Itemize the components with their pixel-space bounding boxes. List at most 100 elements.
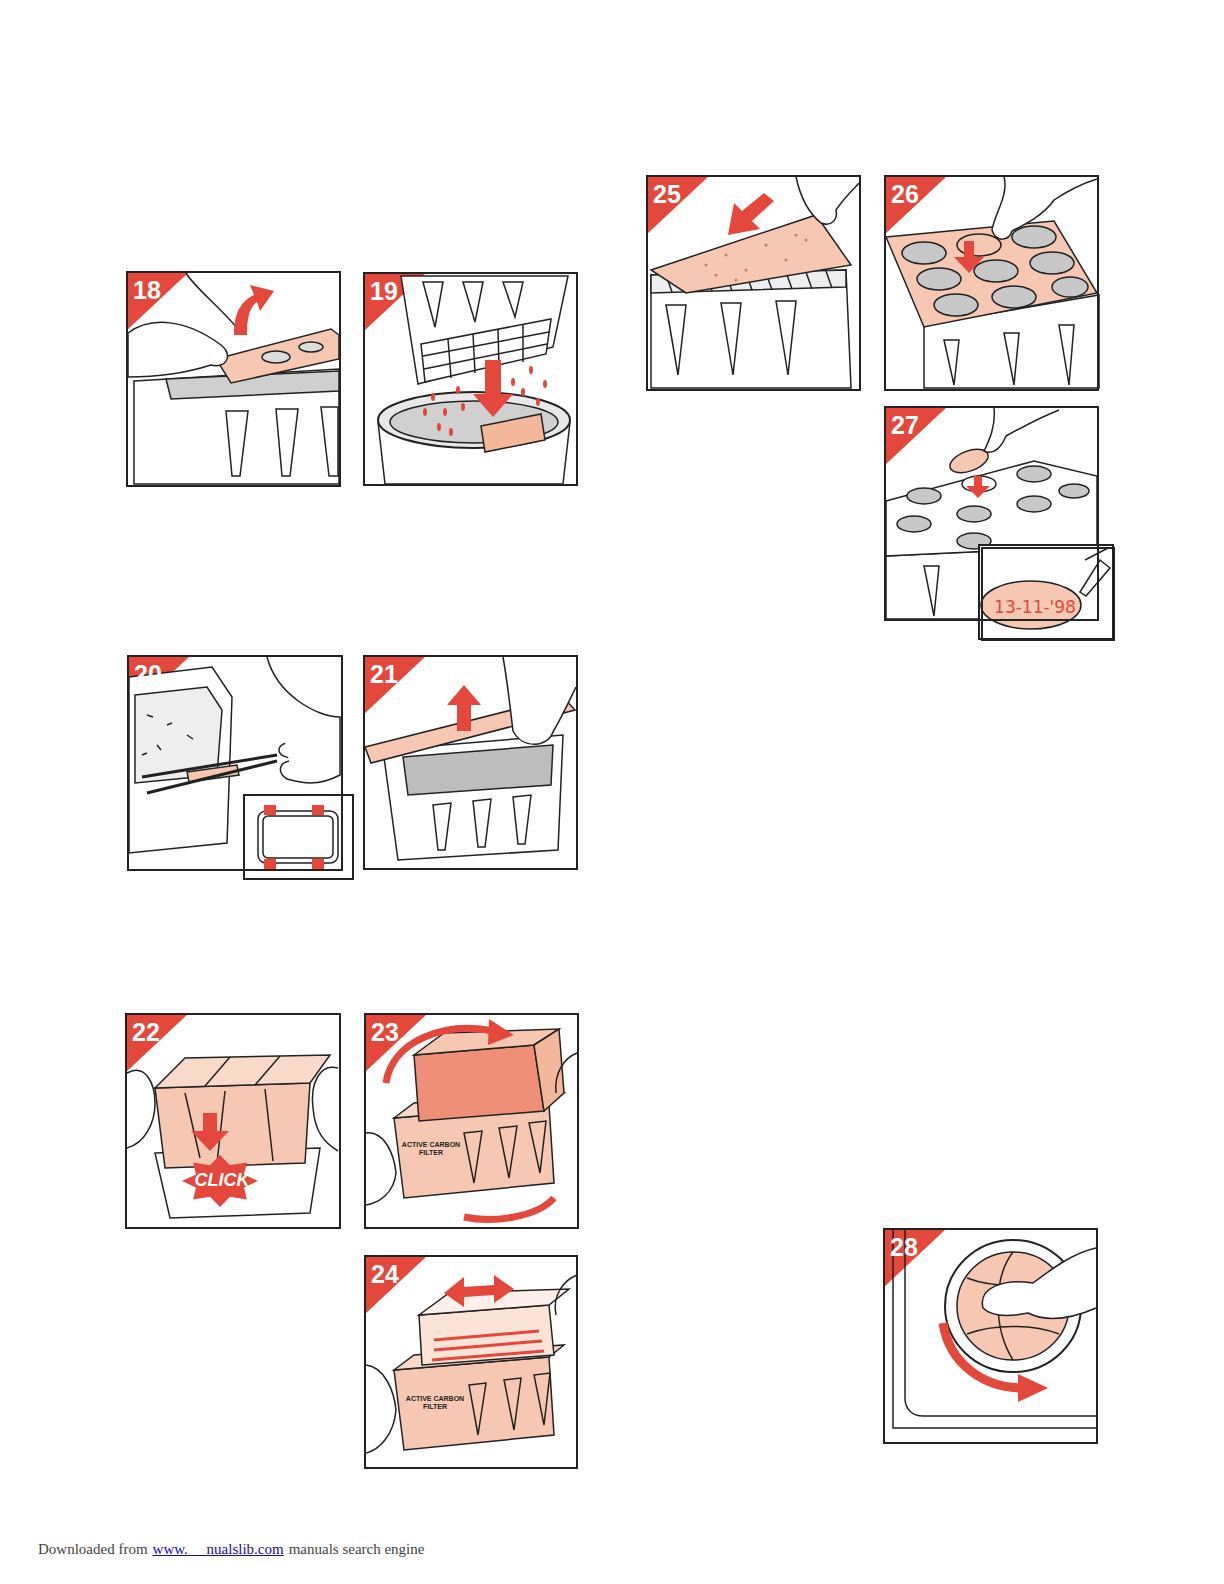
turning-illustration-part bbox=[386, 1028, 494, 1083]
emptying-illustration-part-part bbox=[437, 423, 441, 431]
plate-placing-illustration-part bbox=[974, 260, 1018, 282]
plate-placing-illustration bbox=[886, 177, 1099, 388]
plate-placing-illustration-part bbox=[944, 325, 1074, 385]
emptying-illustration-part bbox=[473, 360, 513, 417]
emptying-illustration-part-part bbox=[529, 366, 533, 374]
disc-placing-illustration-part bbox=[966, 476, 990, 498]
assembly-illustration-part bbox=[185, 1056, 280, 1163]
film-removal-illustration-part bbox=[383, 735, 563, 860]
date-inset-part bbox=[1080, 560, 1110, 596]
step-number: 26 bbox=[891, 180, 919, 209]
lid-removal-illustration-part bbox=[262, 351, 290, 363]
tab-inset-part bbox=[244, 795, 353, 879]
shaking-illustration-part bbox=[432, 1331, 544, 1360]
cutting-illustration-part bbox=[129, 667, 232, 853]
step-number: 27 bbox=[891, 411, 919, 440]
step-number: 22 bbox=[132, 1018, 160, 1047]
sheet-placing-illustration-part-part bbox=[715, 274, 718, 277]
disc-placing-illustration-part bbox=[907, 488, 941, 504]
film-removal-illustration-part bbox=[503, 657, 576, 744]
sheet-placing-illustration-part-part bbox=[805, 239, 808, 242]
emptying-illustration-part-part bbox=[521, 388, 525, 396]
emptying-illustration-part bbox=[481, 414, 545, 452]
number-badge-part bbox=[363, 655, 427, 715]
disc-placing-illustration-part bbox=[1017, 466, 1051, 482]
emptying-illustration-part-part bbox=[511, 378, 515, 386]
lid-removal-illustration-part bbox=[216, 329, 339, 383]
sheet-placing-illustration-part-part bbox=[725, 254, 728, 257]
step-panel: 21 bbox=[363, 655, 578, 870]
tab-inset-part-part bbox=[312, 805, 324, 815]
emptying-illustration-part bbox=[401, 276, 568, 384]
plate-placing-illustration-part bbox=[992, 286, 1036, 308]
sheet-placing-illustration-part-part bbox=[735, 279, 738, 282]
assembly-illustration-part bbox=[182, 1155, 258, 1207]
film-removal-illustration-part bbox=[403, 745, 553, 795]
number-badge-part bbox=[646, 175, 710, 235]
sheet-placing-illustration-part-part bbox=[785, 259, 788, 262]
plate-placing-illustration-part bbox=[886, 221, 1097, 327]
lid-removal-illustration-part bbox=[134, 369, 339, 484]
lid-removal-illustration-part bbox=[234, 285, 274, 335]
lid-removal-illustration-part bbox=[226, 407, 338, 476]
footer: Downloaded fromwww. nualslib.commanuals … bbox=[38, 1541, 429, 1558]
assembly-illustration bbox=[127, 1055, 338, 1218]
disc-placing-illustration-part bbox=[1017, 496, 1051, 512]
filter-label: ACTIVE CARBON FILTER bbox=[400, 1141, 462, 1157]
assembly-illustration-part bbox=[155, 1055, 330, 1088]
turning-illustration bbox=[366, 1019, 577, 1219]
knob-illustration-part bbox=[905, 1230, 1096, 1416]
shaking-illustration-part bbox=[555, 1275, 577, 1315]
tab-inset-part-part bbox=[264, 859, 276, 869]
footer-text: manuals search engine bbox=[289, 1541, 425, 1557]
step-panel: 28 bbox=[883, 1228, 1098, 1444]
assembly-illustration-part bbox=[191, 1113, 229, 1151]
turning-illustration-part bbox=[488, 1019, 514, 1045]
step-number: 25 bbox=[653, 180, 681, 209]
lid-removal-illustration-part bbox=[186, 273, 238, 329]
knob-illustration-part bbox=[893, 1230, 1096, 1428]
step-number: 20 bbox=[134, 660, 162, 689]
sheet-placing-illustration-part-part bbox=[705, 264, 708, 267]
cutting-illustration-part bbox=[142, 755, 277, 793]
date-inset bbox=[979, 545, 1113, 639]
shaking-illustration-part bbox=[469, 1373, 550, 1435]
shaking-illustration-part bbox=[366, 1365, 396, 1453]
emptying-illustration-part-part bbox=[543, 380, 547, 388]
tab-inset-part bbox=[263, 816, 333, 858]
knob-illustration bbox=[893, 1230, 1096, 1428]
emptying-illustration-part-part bbox=[449, 428, 453, 436]
footer-link: www. nualslib.com bbox=[153, 1541, 284, 1557]
sheet-placing-illustration-part bbox=[705, 234, 808, 282]
step-number: 18 bbox=[133, 276, 161, 305]
turning-illustration-part bbox=[464, 1121, 546, 1183]
sheet-placing-illustration bbox=[651, 177, 859, 388]
disc-placing-illustration-part bbox=[984, 408, 1059, 452]
emptying-illustration-part-part bbox=[443, 408, 447, 416]
assembly-illustration-part bbox=[155, 1083, 310, 1168]
step-panel: 25 bbox=[646, 175, 861, 391]
plate-placing-illustration-part bbox=[934, 294, 978, 316]
step-panel: 26 bbox=[884, 175, 1099, 391]
plate-placing-illustration-part bbox=[1052, 277, 1088, 297]
plate-placing-illustration-part bbox=[957, 234, 1001, 256]
date-inset-part bbox=[979, 545, 1113, 639]
knob-illustration-part bbox=[1018, 1374, 1048, 1402]
sheet-placing-illustration-part bbox=[728, 193, 774, 235]
filter-label: ACTIVE CARBON FILTER bbox=[404, 1395, 466, 1411]
assembly-illustration-part bbox=[127, 1070, 155, 1148]
shaking-illustration-part bbox=[444, 1275, 514, 1307]
tab-inset bbox=[244, 795, 353, 879]
step-panel: 18 bbox=[126, 271, 341, 487]
disc-placing-illustration-part bbox=[886, 461, 1097, 556]
sheet-placing-illustration-part bbox=[796, 177, 859, 224]
emptying-illustration-part-part bbox=[456, 386, 460, 394]
step-panel: 23ACTIVE CARBON FILTER bbox=[364, 1013, 579, 1229]
film-removal-illustration-part bbox=[447, 685, 481, 731]
sheet-placing-illustration-part-part bbox=[765, 244, 768, 247]
cutting-illustration-part bbox=[142, 715, 193, 755]
knob-illustration-part bbox=[943, 1323, 1023, 1388]
emptying-illustration-part-part bbox=[431, 393, 435, 401]
